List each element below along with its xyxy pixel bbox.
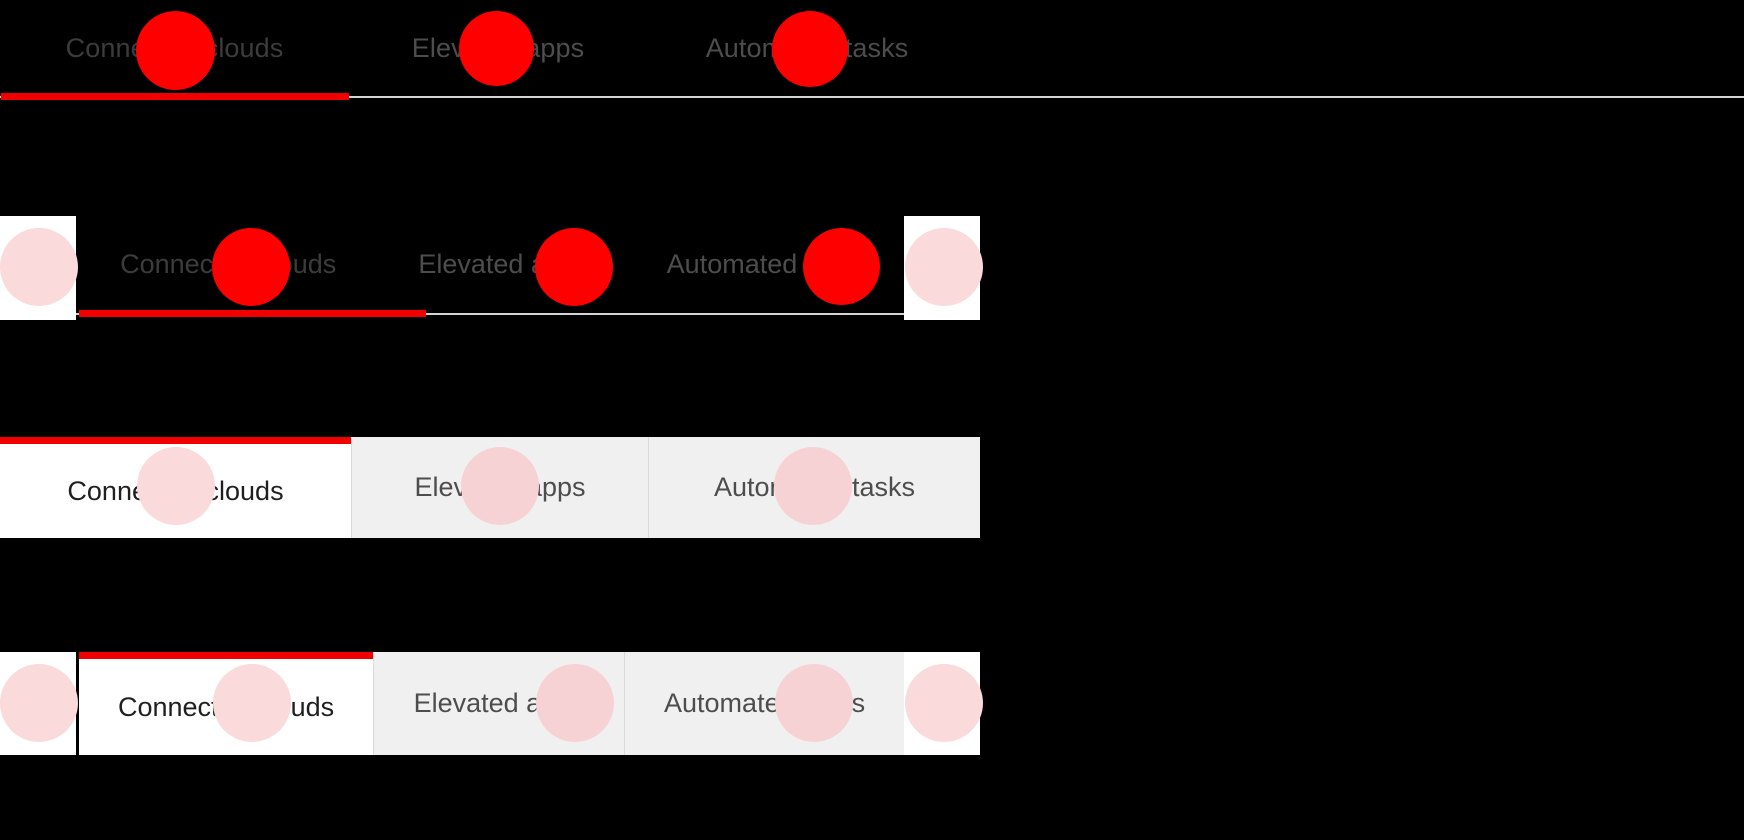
scroll-next-button[interactable] [904,216,980,320]
tab-elevated-apps[interactable]: Elevated apps [351,437,648,538]
tab-automated-tasks[interactable]: Automated tasks [630,216,904,313]
tab-label: Automated tasks [666,249,868,279]
tab-elevated-apps[interactable]: Elevated apps [377,216,630,313]
tablist-viewport: Connected clouds Elevated apps Automated… [76,216,904,320]
tablist-baseline [76,313,904,315]
tab-label: Elevated apps [418,249,590,279]
tab-connected-clouds[interactable]: Connected clouds [0,0,349,96]
tabs-underline-scrollable-variant: Connected clouds Elevated apps Automated… [0,216,980,320]
tabs-boxed-scrollable-variant: Connected clouds Elevated apps Automated… [0,652,980,755]
tab-connected-clouds[interactable]: Connected clouds [0,437,351,538]
tab-connected-clouds[interactable]: Connected clouds [79,216,377,313]
tablist: Connected clouds Elevated apps Automated… [79,652,904,755]
tablist-with-arrows: Connected clouds Elevated apps Automated… [0,216,980,320]
tabs-boxed-variant: Connected clouds Elevated apps Automated… [0,437,980,538]
tab-label: Automated tasks [705,32,909,63]
tab-automated-tasks[interactable]: Automated tasks [624,652,904,755]
active-tab-indicator [79,310,426,317]
chevron-left-icon [26,249,50,287]
tab-label: Elevated apps [414,472,586,502]
chevron-right-icon [930,249,954,287]
tab-label: Connected clouds [65,32,284,63]
scroll-next-button[interactable] [904,652,980,755]
tab-label: Automated tasks [713,472,916,502]
tab-automated-tasks[interactable]: Automated tasks [647,0,967,96]
chevron-left-icon [26,684,50,723]
active-tab-indicator [1,93,349,100]
tab-label: Connected clouds [120,249,337,279]
tab-label: Elevated apps [413,688,585,718]
scroll-previous-button[interactable] [0,652,76,755]
tablist: Connected clouds Elevated apps Automated… [0,437,980,538]
tab-label: Connected clouds [117,691,335,722]
tab-elevated-apps[interactable]: Elevated apps [373,652,625,755]
tablist-with-arrows: Connected clouds Elevated apps Automated… [0,652,980,755]
tab-connected-clouds[interactable]: Connected clouds [79,652,374,755]
tablist-viewport: Connected clouds Elevated apps Automated… [76,652,904,755]
tab-elevated-apps[interactable]: Elevated apps [349,0,647,96]
tab-label: Automated tasks [664,688,866,718]
tabs-underline-variant: Connected clouds Elevated apps Automated… [0,0,1744,103]
chevron-right-icon [930,684,954,723]
tablist: Connected clouds Elevated apps Automated… [79,216,904,320]
tab-label: Elevated apps [411,32,585,63]
tablist: Connected clouds Elevated apps Automated… [0,0,1744,103]
tablist-baseline [0,96,1744,98]
tab-label: Connected clouds [67,475,284,506]
tab-automated-tasks[interactable]: Automated tasks [648,437,980,538]
scroll-previous-button[interactable] [0,216,76,320]
